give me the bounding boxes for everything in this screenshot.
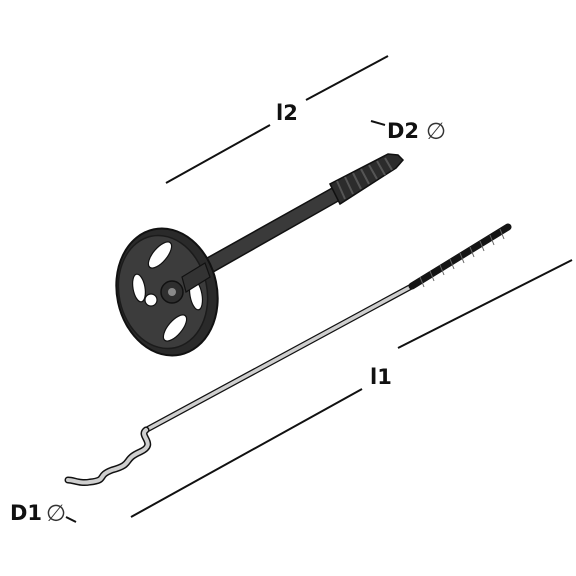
dimension-l2: l2 (165, 55, 389, 184)
metal-pin (64, 223, 512, 487)
dimension-line-l2-left (165, 124, 271, 184)
pin-thread-hatching (419, 228, 505, 288)
dimension-l1: l1 (130, 259, 573, 518)
dimension-d2: D2 ∅ (370, 119, 446, 145)
dimension-line-l1-right (397, 259, 573, 349)
diameter-symbol-d1: ∅ (46, 501, 66, 527)
label-l2: l2 (276, 101, 298, 125)
dowel-collar (181, 262, 211, 293)
pin-thread (408, 223, 512, 290)
dimension-d1: D1 ∅ (10, 501, 77, 527)
label-l1: l1 (370, 365, 392, 389)
label-d1: D1 (10, 501, 42, 525)
leader-d2 (370, 120, 386, 126)
dimension-line-l1-left (130, 388, 363, 518)
pin-wave (66, 428, 150, 485)
pin-rod (144, 282, 418, 432)
leader-d1 (65, 516, 77, 523)
label-d2: D2 (387, 119, 419, 143)
plastic-dowel (115, 153, 405, 357)
dowel-shaft (199, 185, 341, 278)
dimension-line-l2-right (305, 55, 389, 101)
dowel-plate-hub-hole (168, 288, 176, 296)
diameter-symbol-d2: ∅ (426, 119, 446, 145)
dowel-ribs (336, 157, 393, 200)
